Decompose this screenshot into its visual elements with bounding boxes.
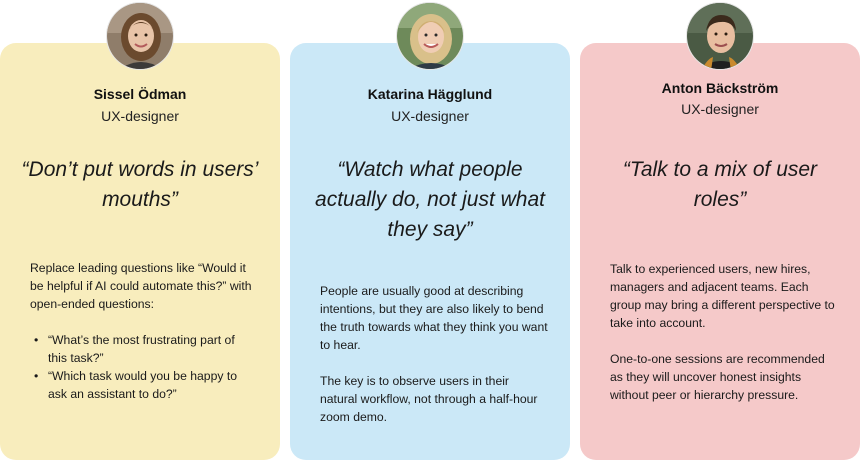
card-sissel: Sissel Ödman UX-designer “Don’t put word… bbox=[0, 43, 280, 460]
list-item: “Which task would you be happy to ask an… bbox=[30, 367, 255, 403]
avatar bbox=[396, 2, 464, 70]
card-body: People are usually good at describing in… bbox=[320, 282, 548, 426]
body-paragraph: The key is to observe users in their nat… bbox=[320, 374, 538, 424]
body-paragraph: One-to-one sessions are recommended as t… bbox=[610, 352, 825, 402]
avatar bbox=[106, 2, 174, 70]
portrait-image bbox=[397, 3, 463, 69]
avatar bbox=[686, 2, 754, 70]
list-item: “What’s the most frustrating part of thi… bbox=[30, 331, 255, 367]
body-paragraph: People are usually good at describing in… bbox=[320, 284, 548, 352]
quote-text: “Talk to a mix of user roles” bbox=[622, 158, 818, 211]
body-paragraph: Talk to experienced users, new hires, ma… bbox=[610, 262, 835, 330]
card-body: Talk to experienced users, new hires, ma… bbox=[610, 260, 840, 404]
person-role: UX-designer bbox=[101, 108, 179, 124]
body-intro: Replace leading questions like “Would it… bbox=[30, 261, 252, 311]
person-name: Katarina Hägglund bbox=[367, 86, 493, 102]
portrait-image bbox=[107, 3, 173, 69]
person-name: Sissel Ödman bbox=[93, 86, 187, 102]
person-name: Anton Bäckström bbox=[661, 80, 779, 96]
card-katarina: Katarina Hägglund UX-designer “Watch wha… bbox=[290, 43, 570, 460]
question-list: “What’s the most frustrating part of thi… bbox=[30, 331, 255, 403]
person-role: UX-designer bbox=[681, 101, 759, 117]
person-role: UX-designer bbox=[391, 108, 469, 124]
card-anton: Anton Bäckström UX-designer “Talk to a m… bbox=[580, 43, 860, 460]
card-body: Replace leading questions like “Would it… bbox=[30, 259, 255, 403]
portrait-image bbox=[687, 3, 753, 69]
quote-text: “Don’t put words in users’ mouths” bbox=[21, 158, 259, 211]
quote-text: “Watch what people actually do, not just… bbox=[315, 158, 545, 241]
